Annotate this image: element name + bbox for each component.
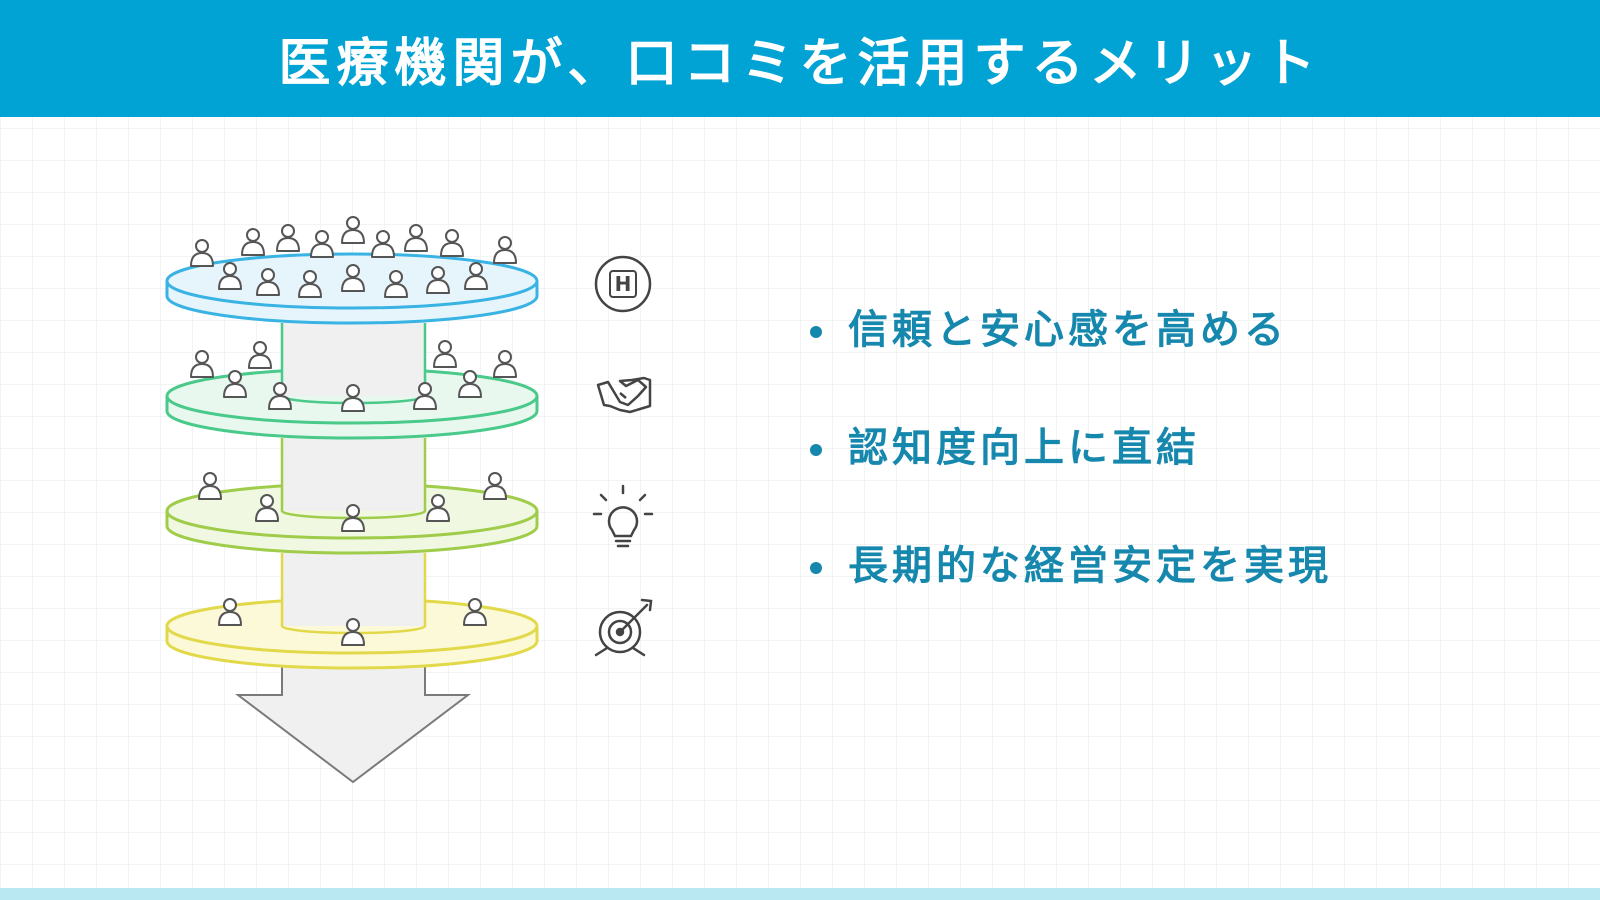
- person-icon: [341, 504, 365, 532]
- person-icon: [190, 350, 214, 378]
- person-icon: [198, 472, 222, 500]
- title-banner: 医療機関が、口コミを活用するメリット: [0, 0, 1600, 117]
- person-icon: [433, 340, 457, 368]
- person-icon: [493, 236, 517, 264]
- person-icon: [298, 270, 322, 298]
- benefit-item-awareness: 認知度向上に直結: [808, 418, 1332, 536]
- person-icon: [276, 224, 300, 252]
- person-icon: [458, 370, 482, 398]
- benefit-list: 信頼と安心感を高める 認知度向上に直結 長期的な経営安定を実現: [808, 300, 1332, 654]
- person-icon: [440, 229, 464, 257]
- person-icon: [218, 262, 242, 290]
- layer-2: [165, 367, 539, 440]
- bottom-accent-bar: [0, 888, 1600, 900]
- person-icon: [241, 228, 265, 256]
- handshake-icon: [596, 376, 652, 414]
- person-icon: [218, 598, 242, 626]
- hospital-icon-letter: H: [615, 272, 632, 296]
- person-icon: [310, 230, 334, 258]
- person-icon: [426, 494, 450, 522]
- person-icon: [256, 268, 280, 296]
- person-icon: [341, 216, 365, 244]
- column-segment-4: [282, 553, 425, 626]
- funnel-diagram: H: [165, 216, 654, 784]
- page-title: 医療機関が、口コミを活用するメリット: [278, 34, 1322, 94]
- down-arrow: [235, 659, 471, 784]
- person-icon: [223, 370, 247, 398]
- person-icon: [404, 224, 428, 252]
- column-segment-3: [282, 438, 425, 511]
- person-icon: [483, 472, 507, 500]
- hospital-icon: H: [594, 255, 652, 313]
- target-icon: [594, 598, 653, 657]
- person-icon: [268, 382, 292, 410]
- person-icon: [413, 382, 437, 410]
- person-icon: [463, 598, 487, 626]
- person-icon: [341, 384, 365, 412]
- benefit-item-trust: 信頼と安心感を高める: [808, 300, 1332, 418]
- person-icon: [190, 239, 214, 267]
- lightbulb-icon: [592, 484, 654, 548]
- person-icon: [493, 350, 517, 378]
- person-icon: [341, 618, 365, 646]
- person-icon: [248, 341, 272, 369]
- person-icon: [341, 264, 365, 292]
- person-icon: [426, 266, 450, 294]
- person-icon: [384, 270, 408, 298]
- person-icon: [464, 262, 488, 290]
- person-icon: [371, 230, 395, 258]
- person-icon: [255, 494, 279, 522]
- benefit-item-stability: 長期的な経営安定を実現: [808, 536, 1332, 654]
- column-segment-2: [282, 323, 425, 396]
- people-group: [190, 216, 517, 646]
